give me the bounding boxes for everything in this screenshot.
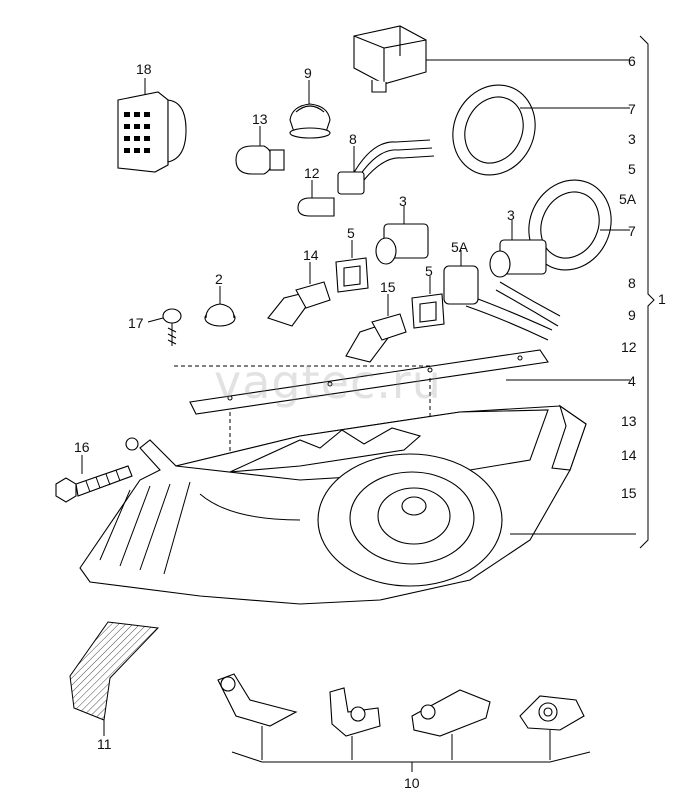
callout-5-b: 5: [425, 263, 433, 279]
part-12-wedge-bulb: [297, 180, 335, 217]
part-10-bracket-line: [231, 751, 591, 772]
part-11-bracket: [69, 621, 160, 736]
part-4-strip: [174, 349, 630, 460]
assembly-label: 1: [658, 291, 666, 307]
part-5A-connector: [443, 250, 553, 341]
callout-17: 17: [128, 315, 144, 331]
part-7-ring-upper: [452, 84, 630, 176]
callout-16: 16: [74, 439, 90, 455]
part-17-screw: [147, 308, 182, 346]
part-6-actuator: [353, 25, 630, 93]
headlight-housing: [79, 404, 636, 605]
index-3: 3: [628, 131, 636, 147]
part-10-bracket-d: [519, 695, 585, 760]
index-14: 14: [621, 447, 637, 463]
callout-15: 15: [380, 279, 396, 295]
callout-3-b: 3: [507, 207, 515, 223]
assembly-brace: [639, 35, 655, 549]
part-14-h-bulb: [267, 262, 331, 327]
index-9: 9: [628, 307, 636, 323]
part-9-bulb: [289, 80, 331, 139]
part-7-ring-lower: [528, 179, 630, 271]
part-5-clip-b: [411, 276, 445, 329]
part-13-small-bulb: [235, 126, 285, 175]
index-7: 7: [628, 101, 636, 117]
part-3-socket-a: [375, 206, 429, 265]
index-6: 6: [628, 53, 636, 69]
part-8-socket-wires: [337, 139, 435, 195]
part-10-bracket-a: [217, 673, 298, 760]
callout-2: 2: [215, 271, 223, 287]
callout-10: 10: [404, 775, 420, 791]
part-3-socket-b: [489, 220, 561, 327]
index-7-b: 7: [628, 223, 636, 239]
part-5-clip-a: [335, 240, 369, 293]
part-15-h-bulb: [345, 294, 407, 363]
part-18-connector: [117, 78, 187, 173]
callout-8: 8: [349, 131, 357, 147]
callout-5A: 5A: [451, 239, 469, 255]
callout-5-a: 5: [347, 225, 355, 241]
callout-12: 12: [304, 165, 320, 181]
watermark: vagtec.ru: [214, 355, 442, 409]
callout-9: 9: [304, 65, 312, 81]
index-5A: 5A: [619, 191, 637, 207]
index-12: 12: [621, 339, 637, 355]
part-2-cap: [204, 286, 236, 327]
callout-14: 14: [303, 247, 319, 263]
index-13: 13: [621, 413, 637, 429]
index-4: 4: [628, 373, 636, 389]
callout-11: 11: [97, 736, 112, 752]
part-10-bracket-b: [329, 687, 381, 760]
part-10-bracket-c: [411, 689, 491, 760]
callout-3-a: 3: [399, 193, 407, 209]
index-8: 8: [628, 275, 636, 291]
callout-18: 18: [136, 61, 152, 77]
part-16-bolt: [55, 455, 133, 503]
callout-13: 13: [252, 111, 268, 127]
index-15: 15: [621, 485, 637, 501]
index-5: 5: [628, 161, 636, 177]
